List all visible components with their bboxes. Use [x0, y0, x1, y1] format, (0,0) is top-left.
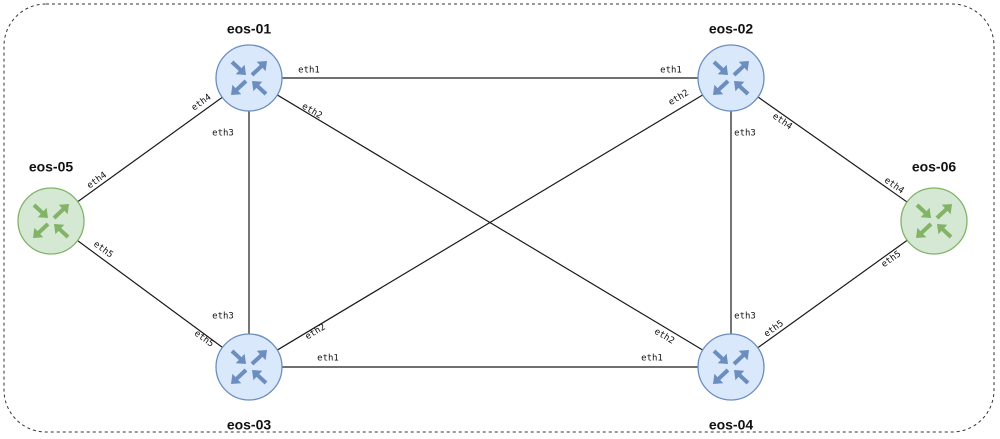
router-icon: [230, 349, 268, 385]
node-title-eos-01: eos-01: [227, 21, 272, 37]
port-labels-layer: eth1 eth1 eth2 eth2 eth3 eth3 eth4 eth4 eth2 eth2…: [85, 66, 905, 364]
node-titles-layer: eos-01 eos-02 eos-03 eos-04 eos-05 eos-06: [29, 21, 957, 433]
router-icon: [915, 203, 953, 239]
port-label-eos-03-eth1: eth1: [317, 354, 339, 364]
port-label-eos-04-eth2: eth2: [652, 327, 676, 347]
port-label-eos-02-eth3: eth3: [734, 129, 756, 139]
router-node-eos-02[interactable]: [697, 44, 765, 112]
node-title-eos-02: eos-02: [709, 21, 754, 37]
port-label-eos-01-eth4: eth4: [190, 93, 213, 114]
port-label-eos-03-eth2: eth2: [304, 322, 328, 342]
router-icon: [230, 60, 268, 96]
node-title-eos-04: eos-04: [709, 417, 754, 433]
node-title-eos-06: eos-06: [912, 159, 957, 175]
port-label-eos-04-eth3: eth3: [734, 312, 756, 322]
port-label-eos-01-eth2: eth2: [300, 102, 324, 122]
router-icon: [712, 349, 750, 385]
port-label-eos-02-eth1: eth1: [660, 66, 682, 76]
link-eos-01-eos-05: [50, 77, 250, 222]
port-label-eos-04-eth1: eth1: [641, 354, 663, 364]
router-node-eos-05[interactable]: [17, 187, 85, 255]
port-label-eos-03-eth5: eth5: [192, 329, 215, 350]
port-label-eos-01-eth1: eth1: [298, 66, 320, 76]
link-eos-04-eos-06: [730, 220, 935, 368]
port-label-eos-06-eth5: eth5: [880, 249, 903, 270]
nodes-layer: [17, 44, 968, 401]
router-icon: [32, 203, 70, 239]
router-node-eos-06[interactable]: [900, 187, 968, 255]
port-label-eos-02-eth2: eth2: [667, 88, 691, 108]
router-icon: [712, 60, 750, 96]
port-label-eos-03-eth3: eth3: [212, 312, 234, 322]
port-label-eos-01-eth3: eth3: [212, 129, 234, 139]
node-title-eos-05: eos-05: [29, 159, 74, 175]
router-node-eos-03[interactable]: [215, 333, 283, 401]
topology-boundary: [3, 3, 995, 433]
port-label-eos-05-eth5: eth5: [91, 240, 114, 261]
link-eos-02-eos-06: [730, 77, 935, 222]
router-node-eos-01[interactable]: [215, 44, 283, 112]
node-title-eos-03: eos-03: [227, 417, 272, 433]
link-eos-03-eos-05: [50, 220, 250, 368]
link-eos-02-eos-03: [248, 77, 732, 368]
router-node-eos-04[interactable]: [697, 333, 765, 401]
links-layer: [50, 77, 935, 368]
port-label-eos-02-eth4: eth4: [770, 112, 793, 133]
